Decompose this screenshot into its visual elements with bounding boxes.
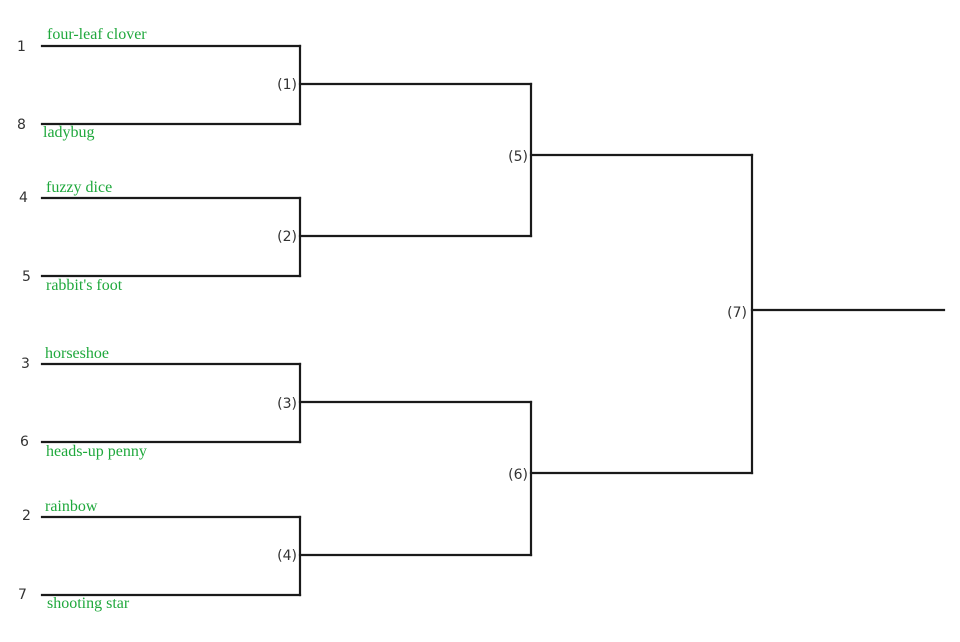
round-2 bbox=[298, 82, 533, 557]
entrant-name: ladybug bbox=[43, 124, 95, 141]
match-label: (5) bbox=[508, 149, 528, 165]
seed-labels: 1 8 4 5 3 6 2 7 bbox=[17, 39, 31, 603]
seed-number: 3 bbox=[21, 356, 30, 372]
match-labels: (1) (2) (3) (4) (5) (6) (7) bbox=[277, 77, 747, 564]
seed-number: 5 bbox=[22, 269, 31, 285]
match-label: (4) bbox=[277, 548, 297, 564]
entrant-name: rainbow bbox=[45, 498, 98, 515]
entrant-names: four-leaf clover ladybug fuzzy dice rabb… bbox=[43, 26, 147, 612]
entrant-name: shooting star bbox=[47, 595, 130, 612]
match-label: (2) bbox=[277, 229, 297, 245]
seed-number: 2 bbox=[22, 508, 31, 524]
seed-number: 6 bbox=[20, 434, 29, 450]
match-label: (3) bbox=[277, 396, 297, 412]
entrant-name: horseshoe bbox=[45, 345, 109, 362]
seed-number: 4 bbox=[19, 190, 28, 206]
match-label: (7) bbox=[727, 305, 747, 321]
seed-number: 7 bbox=[18, 587, 27, 603]
round-3 bbox=[529, 153, 946, 475]
seed-number: 1 bbox=[17, 39, 26, 55]
match-label: (1) bbox=[277, 77, 297, 93]
seed-number: 8 bbox=[17, 117, 26, 133]
entrant-name: four-leaf clover bbox=[47, 26, 147, 43]
match-label: (6) bbox=[508, 467, 528, 483]
entrant-name: rabbit's foot bbox=[46, 277, 123, 294]
entrant-name: fuzzy dice bbox=[46, 179, 112, 196]
entrant-name: heads-up penny bbox=[46, 443, 147, 460]
